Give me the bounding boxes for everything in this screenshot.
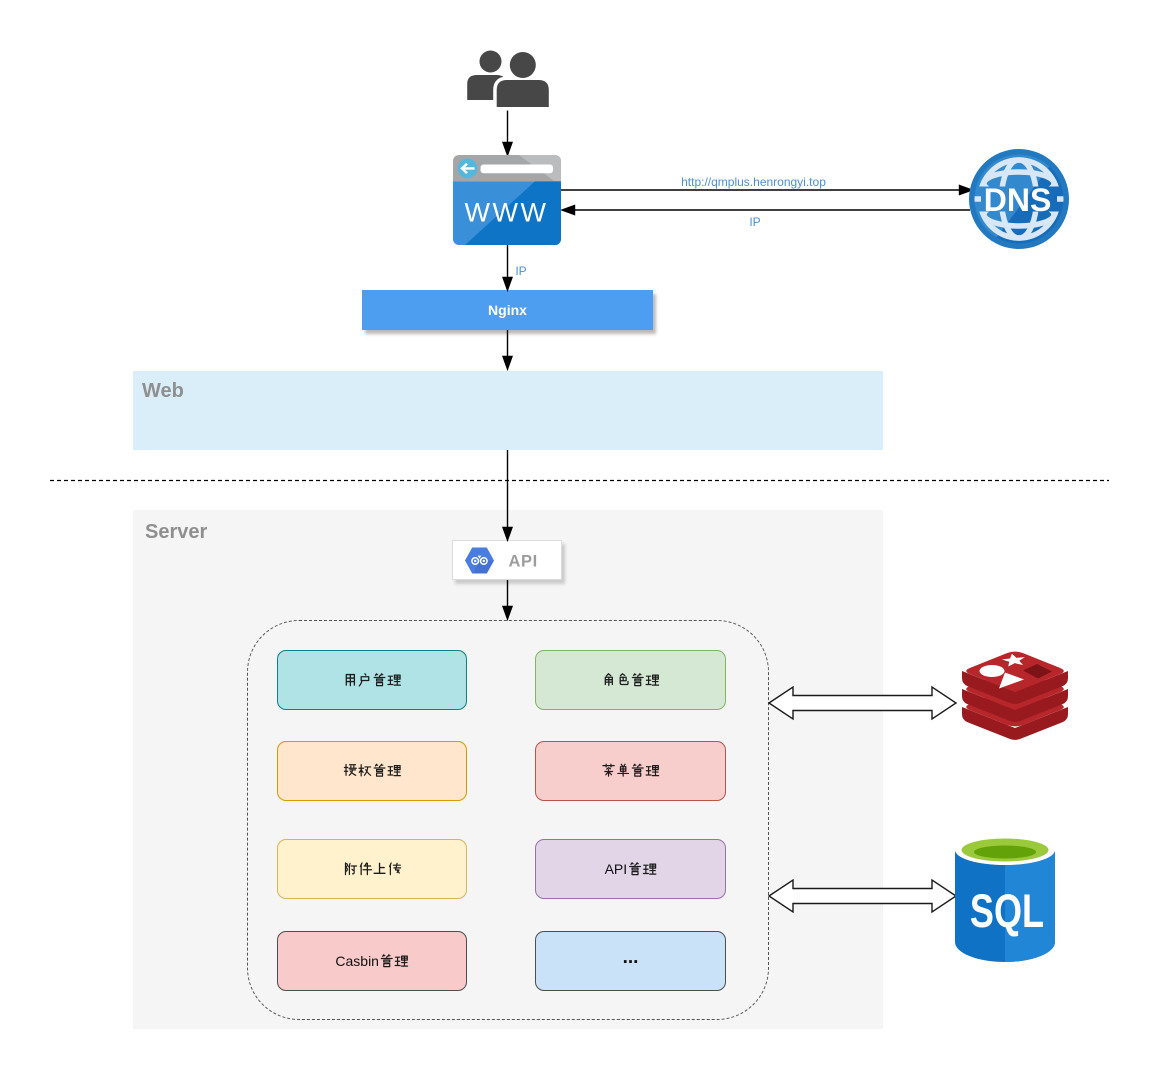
- svg-text:IP: IP: [515, 264, 526, 278]
- svg-text:API: API: [509, 553, 538, 571]
- svg-text:DNS: DNS: [984, 182, 1052, 218]
- svg-text:WWW: WWW: [465, 198, 549, 228]
- svg-text:Casbin: Casbin: [335, 953, 379, 969]
- svg-text:...: ...: [623, 947, 639, 968]
- svg-text:IP: IP: [749, 215, 760, 229]
- svg-text:API: API: [605, 861, 628, 877]
- svg-text:http://qmplus.henrongyi.top: http://qmplus.henrongyi.top: [681, 175, 826, 189]
- svg-text:SQL: SQL: [970, 884, 1044, 937]
